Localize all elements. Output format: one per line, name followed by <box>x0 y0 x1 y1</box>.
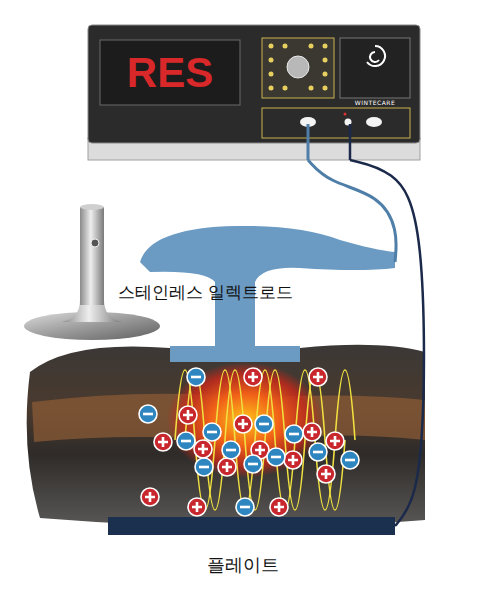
ions <box>139 368 359 516</box>
socket <box>366 117 382 127</box>
electrode-pin <box>80 207 104 305</box>
indicator <box>344 113 347 116</box>
stainless-electrode <box>24 204 160 340</box>
electrode-box: 스테인레스 일렉트로드 <box>115 225 395 362</box>
buttons <box>269 44 328 91</box>
wire-stub <box>307 124 310 160</box>
logo-mark <box>367 46 385 66</box>
wire-stub <box>349 124 352 160</box>
tissue-body <box>27 345 425 527</box>
device-body <box>88 25 420 143</box>
cable <box>308 160 396 262</box>
knob <box>287 56 309 78</box>
display-text: RES <box>100 40 240 105</box>
electrode-top <box>80 204 104 210</box>
tissue <box>27 345 425 527</box>
rf-wave <box>175 370 355 510</box>
res-device <box>88 25 420 160</box>
logo-box <box>340 38 410 98</box>
electrode-label: 스테인레스 일렉트로드 <box>118 281 293 304</box>
heat-glow <box>167 362 323 478</box>
electrode-hole <box>91 239 99 247</box>
connector-panel <box>262 108 410 138</box>
plate-label: 플레이트 <box>148 553 338 577</box>
display <box>100 40 240 105</box>
return-plate <box>108 517 395 535</box>
brand-text: WINTECARE <box>340 99 410 106</box>
device-box: RES WINTECARE <box>88 25 420 160</box>
cable <box>350 160 424 526</box>
plate-box: 플레이트 <box>108 517 395 583</box>
button-panel <box>262 38 334 98</box>
